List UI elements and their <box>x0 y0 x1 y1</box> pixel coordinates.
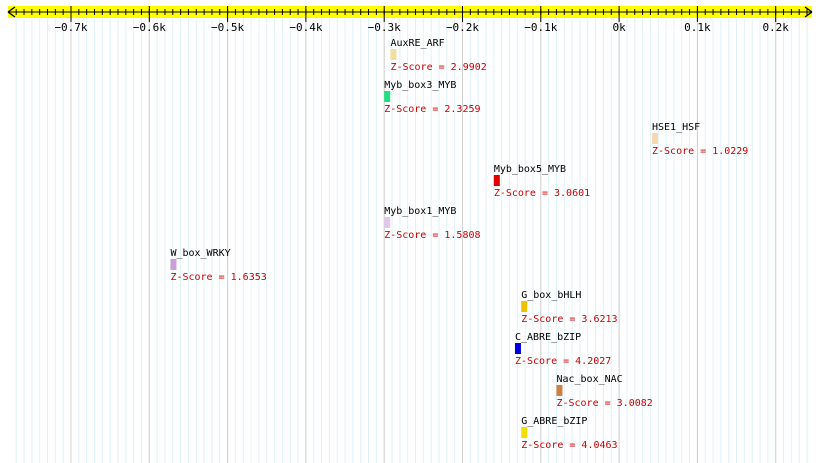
site-myb-box3-myb: Myb_box3_MYB Z-Score = 2.3259 <box>384 80 481 115</box>
axis-tick-label: 0k <box>612 21 626 34</box>
site-name-label: W_box_WRKY <box>170 248 230 259</box>
site-marker <box>521 301 528 312</box>
site-marker <box>493 175 500 186</box>
site-name-label: Myb_box1_MYB <box>384 206 456 217</box>
right-arrow-icon <box>804 6 813 18</box>
site-marker <box>651 133 658 144</box>
axis-tick-label: 0.1k <box>684 21 711 34</box>
axis-tick-label: −0.3k <box>368 21 401 34</box>
site-myb-box1-myb: Myb_box1_MYB Z-Score = 1.5808 <box>384 206 481 241</box>
site-score-label: Z-Score = 3.0082 <box>556 398 652 409</box>
site-name-label: HSE1_HSF <box>652 122 700 133</box>
site-myb-box5-myb: Myb_box5_MYB Z-Score = 3.0601 <box>493 164 590 199</box>
site-auxre-arf: AuxRE_ARF Z-Score = 2.9902 <box>390 38 487 73</box>
axis-tick-label: −0.4k <box>289 21 322 34</box>
site-marker <box>384 217 391 228</box>
axis-tick-label: −0.2k <box>446 21 479 34</box>
site-score-label: Z-Score = 1.5808 <box>384 230 480 241</box>
position-axis: −0.7k −0.6k −0.5k −0.4k −0.3k −0.2k −0.1k 0k 0.1… <box>7 6 813 34</box>
site-g-abre-bzip: G_ABRE_bZIP Z-Score = 4.0463 <box>521 416 618 451</box>
site-marker <box>514 343 521 354</box>
axis-tick-label: −0.7k <box>54 21 87 34</box>
grid <box>15 6 808 463</box>
site-score-label: Z-Score = 1.6353 <box>170 272 266 283</box>
site-score-label: Z-Score = 2.9902 <box>390 62 486 73</box>
site-name-label: C_ABRE_bZIP <box>515 332 581 343</box>
site-marker <box>390 49 397 60</box>
site-marker <box>556 385 563 396</box>
axis-tick-label: −0.1k <box>524 21 557 34</box>
axis-tick-label: −0.5k <box>211 21 244 34</box>
site-score-label: Z-Score = 4.2027 <box>515 356 611 367</box>
site-score-label: Z-Score = 3.6213 <box>521 314 617 325</box>
site-score-label: Z-Score = 4.0463 <box>521 440 617 451</box>
site-g-box-bhlh: G_box_bHLH Z-Score = 3.6213 <box>521 290 618 325</box>
site-c-abre-bzip: C_ABRE_bZIP Z-Score = 4.2027 <box>514 332 611 367</box>
site-name-label: AuxRE_ARF <box>390 38 444 49</box>
site-score-label: Z-Score = 2.3259 <box>384 104 480 115</box>
axis-tick-label: 0.2k <box>762 21 789 34</box>
site-name-label: G_box_bHLH <box>521 290 581 301</box>
axis-tick-label: −0.6k <box>133 21 166 34</box>
site-name-label: Myb_box3_MYB <box>384 80 456 91</box>
site-w-box-wrky: W_box_WRKY Z-Score = 1.6353 <box>170 248 267 283</box>
left-arrow-icon <box>7 6 16 18</box>
site-hse1-hsf: HSE1_HSF Z-Score = 1.0229 <box>651 122 748 157</box>
site-nac-box-nac: Nac_box_NAC Z-Score = 3.0082 <box>556 374 653 409</box>
site-score-label: Z-Score = 1.0229 <box>652 146 748 157</box>
site-name-label: Nac_box_NAC <box>556 374 622 385</box>
site-marker <box>384 91 391 102</box>
site-name-label: Myb_box5_MYB <box>494 164 566 175</box>
site-name-label: G_ABRE_bZIP <box>521 416 587 427</box>
site-score-label: Z-Score = 3.0601 <box>494 188 590 199</box>
site-marker <box>170 259 177 270</box>
site-marker <box>521 427 528 438</box>
